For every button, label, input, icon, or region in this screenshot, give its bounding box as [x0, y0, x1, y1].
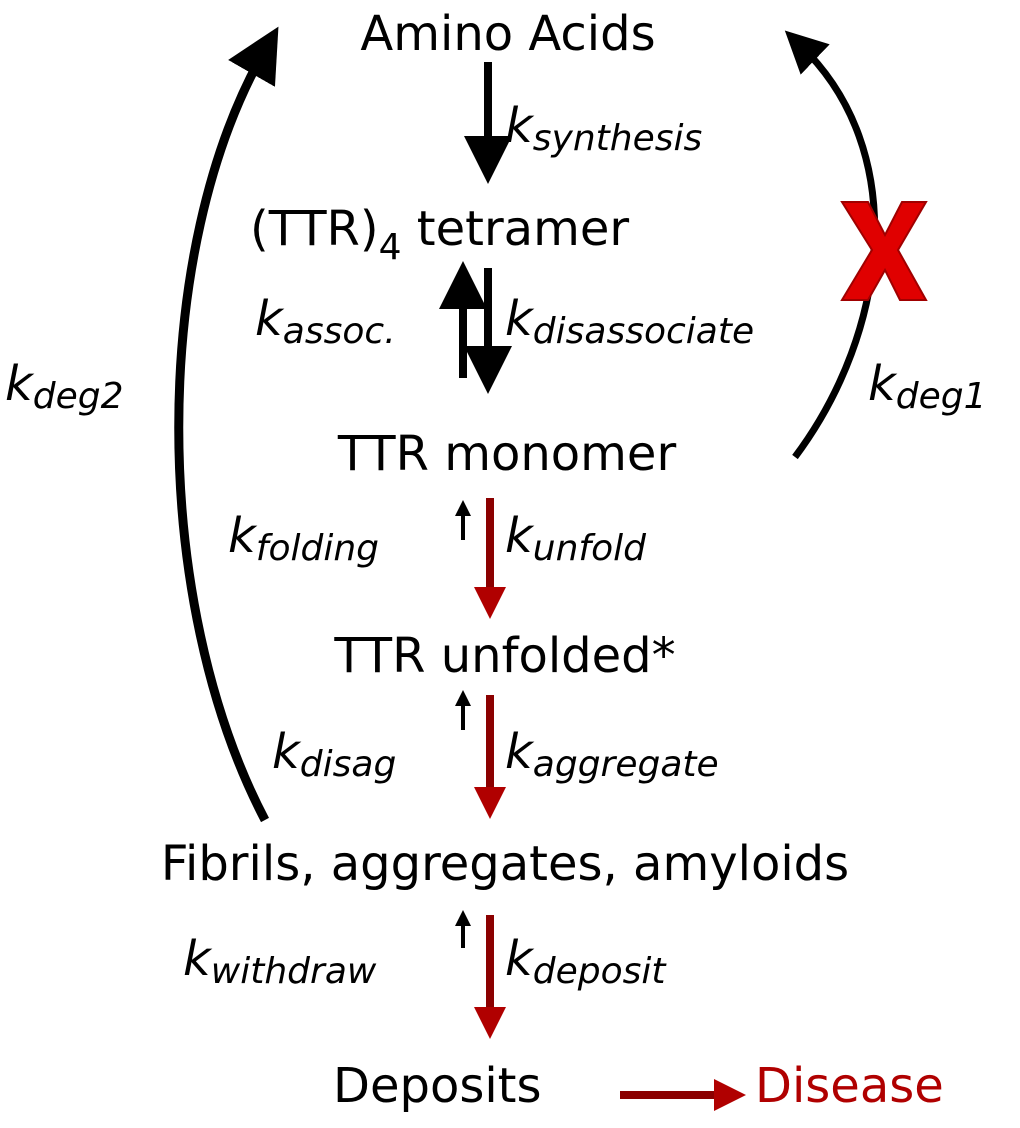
arrow-deg2: [174, 26, 279, 823]
rate-folding: kfolding: [228, 508, 379, 569]
node-unfolded: TTR unfolded*: [333, 628, 675, 684]
rate-withdraw: kwithdraw: [183, 931, 377, 992]
node-deposits: Deposits: [333, 1058, 542, 1114]
rate-deposit: kdeposit: [505, 931, 667, 992]
rate-unfold: kunfold: [505, 508, 647, 569]
rate-synthesis: ksynthesis: [505, 98, 702, 159]
rate-deg1: kdeg1: [868, 356, 987, 417]
node-disease: Disease: [755, 1058, 944, 1114]
arrow-deg1: [784, 30, 879, 460]
node-fibrils: Fibrils, aggregates, amyloids: [161, 836, 849, 892]
rate-aggregate: kaggregate: [505, 724, 719, 785]
rate-assoc: kassoc.: [255, 291, 396, 352]
node-tetramer: (TTR)4 tetramer: [250, 201, 629, 268]
rate-disag: kdisag: [272, 724, 396, 785]
node-monomer: TTR monomer: [337, 426, 677, 482]
blocked-x-icon: [840, 201, 928, 301]
rate-deg2: kdeg2: [5, 356, 124, 417]
rate-disassociate: kdisassociate: [505, 291, 754, 352]
node-amino-acids: Amino Acids: [360, 6, 655, 62]
